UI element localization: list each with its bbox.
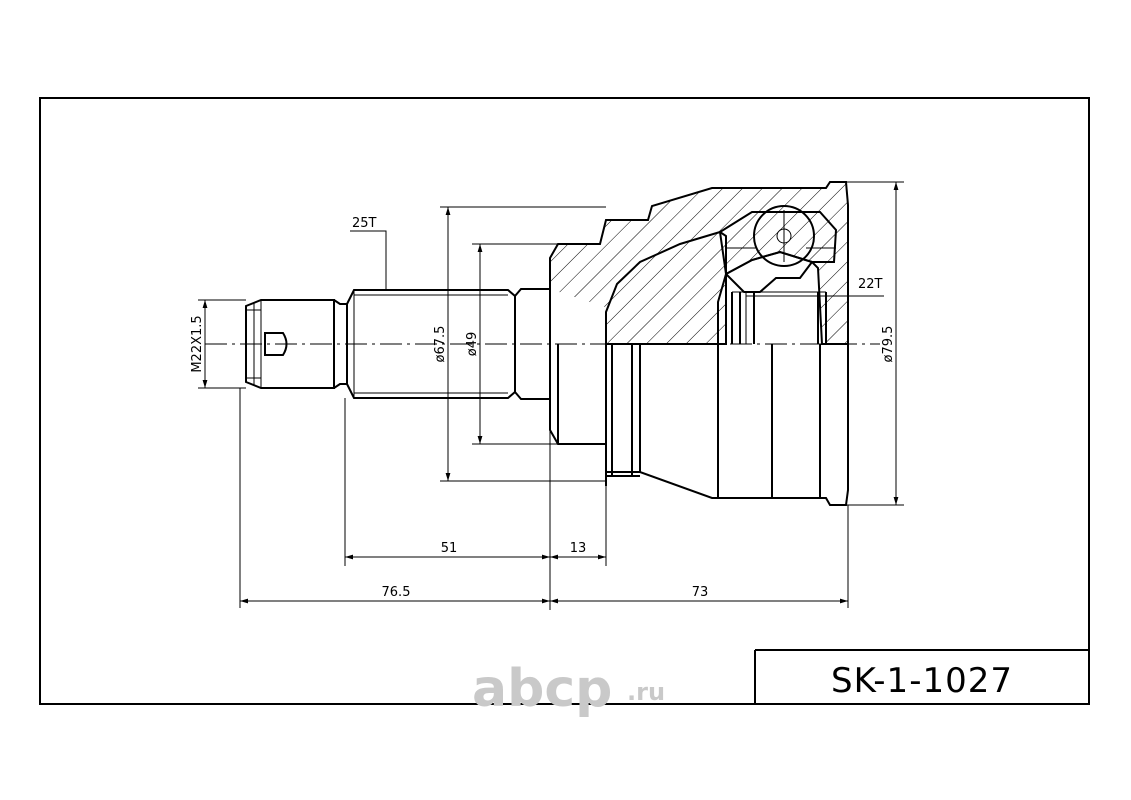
- shaft-neck: [333, 299, 348, 389]
- title-block: SK-1-1027: [754, 649, 1089, 704]
- dim-dia-67-5: ø67.5: [433, 206, 606, 482]
- watermark-main-text: abcp: [472, 659, 612, 719]
- dim-row-upper: 51 13: [344, 398, 607, 610]
- length-73-label: 73: [692, 585, 709, 600]
- length-51-label: 51: [441, 541, 458, 556]
- annotation-22t: 22T: [746, 277, 884, 297]
- inner-spline-hub: [731, 291, 827, 344]
- dim-row-lower: 76.5 73: [239, 388, 849, 608]
- dim-dia-49: ø49: [465, 243, 558, 445]
- dim-dia-79-5: ø79.5: [846, 181, 904, 506]
- drawing-frame: [39, 97, 1090, 705]
- length-76-5-label: 76.5: [382, 585, 411, 600]
- shaft-transition: [514, 288, 551, 400]
- watermark-suffix-text: .ru: [627, 678, 665, 706]
- length-13-label: 13: [570, 541, 587, 556]
- bell-housing-section: [549, 181, 849, 345]
- annotation-25t: 25T: [350, 216, 387, 290]
- dim-thread: M22X1.5: [190, 299, 246, 389]
- dia-49-label: ø49: [465, 332, 480, 357]
- part-number: SK-1-1027: [831, 661, 1013, 701]
- dia-67-5-label: ø67.5: [433, 326, 448, 363]
- abcp-watermark-logo: abcp .ru: [472, 659, 665, 719]
- spline-outer-label: 25T: [352, 216, 377, 231]
- ball-bearing: [753, 205, 815, 267]
- thread-label: M22X1.5: [190, 315, 205, 372]
- bell-housing-exterior: [549, 344, 849, 506]
- spline-inner-label: 22T: [858, 277, 883, 292]
- dia-79-5-label: ø79.5: [881, 326, 896, 363]
- inner-race-detail: [718, 211, 838, 293]
